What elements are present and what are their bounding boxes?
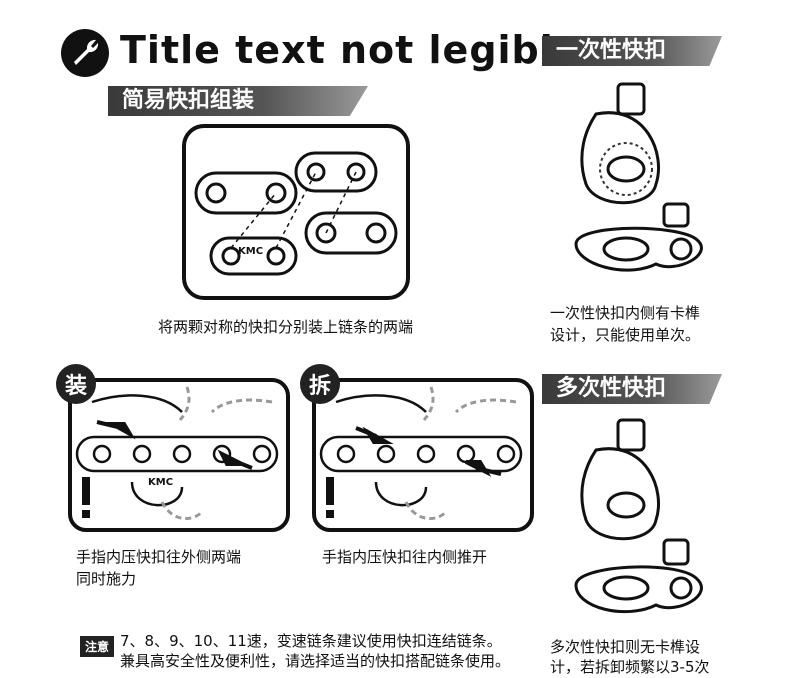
section-banner-single: 一次性快扣 (542, 36, 722, 66)
single-caption-line1: 一次性快扣内侧有卡榫 (550, 304, 701, 322)
multi-caption-line1: 多次性快扣则无卡榫设 (550, 638, 701, 656)
single-caption-line2: 设计，只能使用单次。 (550, 326, 701, 344)
wrench-icon (60, 28, 110, 78)
badge-remove: 拆 (300, 364, 340, 404)
caption-left-line2: 同时施力 (76, 570, 137, 588)
kmc-label-install: KMC (148, 477, 174, 488)
section-banner-multi: 多次性快扣 (542, 374, 722, 404)
kmc-label-top: KMC (238, 246, 264, 257)
note-line1: 7、8、9、10、11速，变速链条建议使用快扣连结链条。 (120, 632, 502, 650)
section-banner-easy: 简易快扣组装 (108, 86, 368, 116)
caption-left-line1: 手指内压快扣往外侧两端 (76, 548, 242, 566)
badge-install: 装 (56, 364, 96, 404)
page-title: Title text not legible (120, 28, 581, 72)
diagram-panel-top: KMC (182, 124, 410, 300)
diagram-panel-remove (312, 378, 534, 532)
note-badge: 注意 (80, 636, 115, 657)
caption-top: 将两颗对称的快扣分别装上链条的两端 (158, 318, 414, 336)
multi-caption-line2: 计，若拆卸频繁以3-5次 (550, 658, 710, 676)
diagram-multi-link (556, 410, 716, 620)
diagram-single-link (556, 74, 716, 294)
diagram-panel-install: KMC (68, 378, 290, 532)
note-line2: 兼具高安全性及便利性，请选择适当的快扣搭配链条使用。 (120, 652, 511, 670)
caption-right: 手指内压快扣往内侧推开 (322, 548, 488, 566)
